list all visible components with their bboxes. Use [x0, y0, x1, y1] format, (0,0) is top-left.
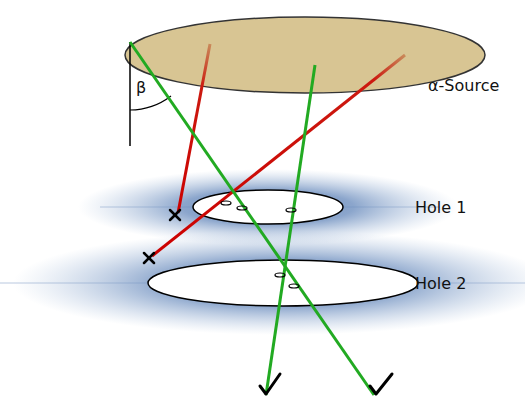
angle-arc	[130, 96, 171, 110]
crossing-marks	[221, 201, 299, 288]
check-symbol	[260, 374, 392, 394]
passing-ray	[266, 65, 315, 395]
normal-line	[129, 42, 131, 146]
angle-symbol: β	[136, 80, 146, 96]
hole-glow	[78, 169, 458, 245]
blocked-ray	[178, 44, 210, 213]
hole-glow	[13, 231, 525, 335]
hole-label: Hole 2	[415, 276, 466, 292]
hole-label: Hole 1	[415, 200, 466, 216]
passing-ray	[130, 42, 374, 395]
source-label: α-Source	[428, 78, 499, 94]
blocked-ray	[152, 55, 405, 256]
cross-symbol	[144, 210, 180, 263]
